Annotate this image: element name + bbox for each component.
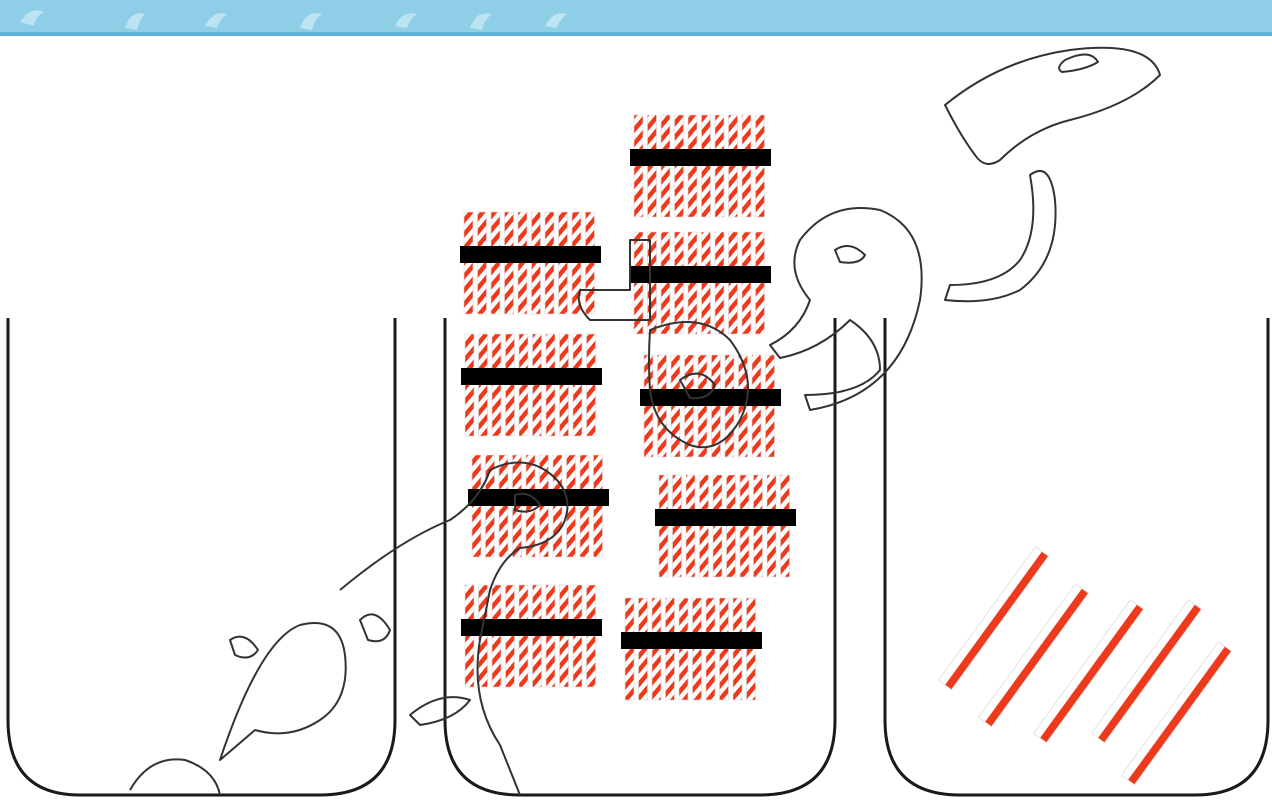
bundle-of-ten <box>460 212 601 314</box>
bundle-of-ten <box>461 334 602 436</box>
single-straw <box>1122 642 1232 785</box>
single-straw <box>1092 600 1202 743</box>
bundle-band <box>460 246 601 263</box>
bundle-band <box>655 509 796 526</box>
jar-hundreds <box>8 318 395 795</box>
ones-straws <box>939 547 1232 785</box>
bundle-of-ten <box>630 232 771 334</box>
jar-ones <box>885 318 1268 795</box>
bundle-of-ten <box>640 355 781 457</box>
bundle-band <box>461 368 602 385</box>
bundle-of-ten <box>655 475 796 577</box>
bundle-of-ten <box>630 115 771 217</box>
top-banner <box>0 0 1272 36</box>
bundle-of-ten <box>461 585 602 687</box>
bundle-band <box>630 149 771 166</box>
bundle-band <box>630 266 771 283</box>
bundle-band <box>621 632 762 649</box>
bundle-of-ten <box>621 598 762 700</box>
